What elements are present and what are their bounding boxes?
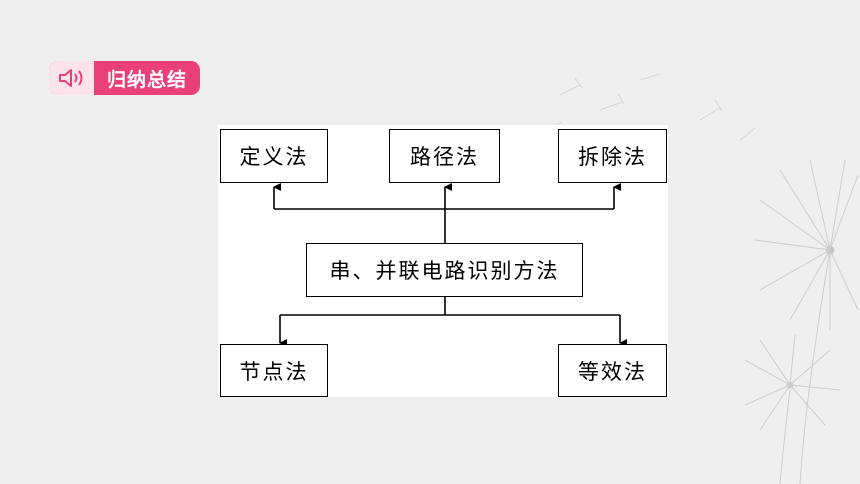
node-removal-method: 拆除法 [558, 129, 667, 183]
connector-lines [273, 183, 627, 347]
badge-icon-box [49, 61, 94, 95]
speaker-icon [58, 69, 82, 87]
node-node-method: 节点法 [220, 344, 328, 397]
node-path-method: 路径法 [389, 129, 500, 183]
node-equivalent-method: 等效法 [558, 344, 667, 397]
badge-title: 归纳总结 [106, 68, 187, 91]
diagram-panel: 定义法 路径法 拆除法 串、并联电路识别方法 节点法 等效法 [218, 125, 668, 397]
node-center-topic: 串、并联电路识别方法 [306, 243, 583, 297]
node-definition-method: 定义法 [220, 129, 328, 183]
section-badge: 归纳总结 [49, 61, 200, 95]
